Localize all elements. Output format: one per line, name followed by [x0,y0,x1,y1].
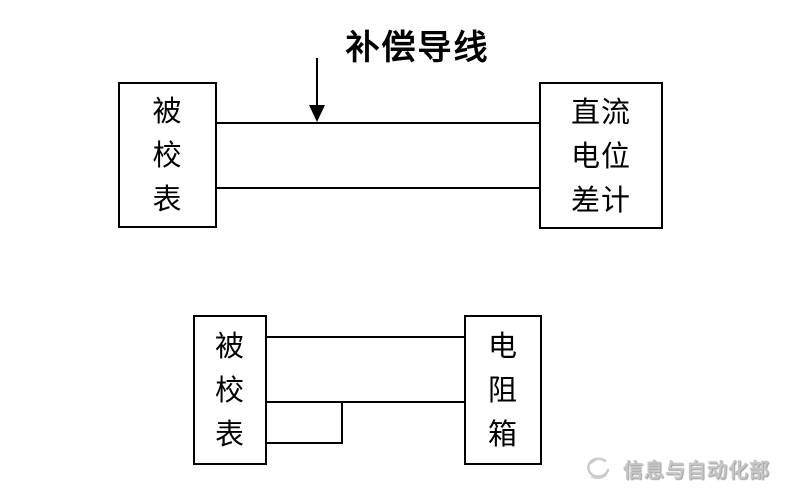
watermark: 信息与自动化部 [578,449,770,487]
box-resistance-box: 电 阻 箱 [464,315,542,465]
compensation-wire-title: 补偿导线 [345,28,490,68]
watermark-swirl-logo-icon [587,457,610,480]
box-label-meter-under-test-bottom: 被 校 表 [214,329,245,451]
box-label-meter-under-test-top: 被 校 表 [152,94,183,216]
watermark-text: 信息与自动化部 [623,457,770,482]
title-arrow-head-icon [309,105,325,122]
box-label-resistance-box: 电 阻 箱 [487,329,518,451]
box-label-dc-potentiometer: 直流 电位 差计 [570,94,631,217]
box-meter-under-test-bottom: 被 校 表 [193,315,267,465]
box-dc-potentiometer: 直流 电位 差计 [539,82,663,229]
box-meter-under-test-top: 被 校 表 [118,82,217,228]
